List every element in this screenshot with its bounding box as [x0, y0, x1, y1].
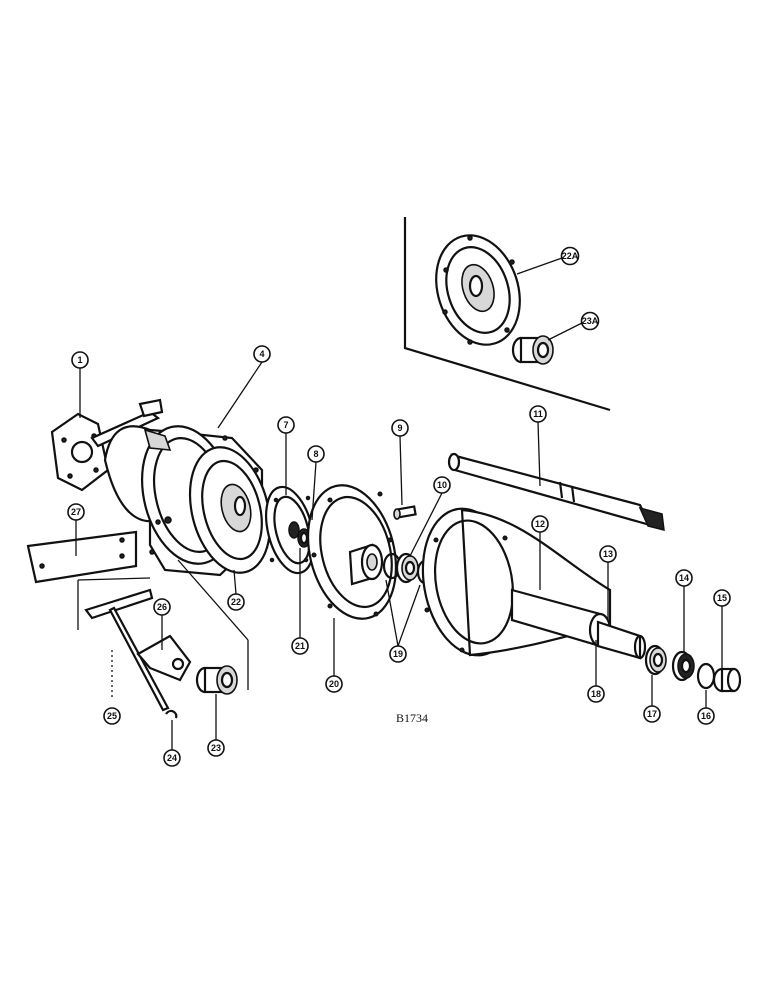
svg-text:9: 9 — [397, 423, 402, 433]
svg-text:7: 7 — [283, 420, 288, 430]
part-13-sleeve — [596, 620, 647, 660]
svg-text:22A: 22A — [562, 251, 579, 261]
svg-text:14: 14 — [679, 573, 689, 583]
svg-text:26: 26 — [157, 602, 167, 612]
callout-17: 17 — [643, 705, 661, 723]
part-23a-release-bearing — [511, 335, 554, 365]
svg-text:24: 24 — [167, 753, 177, 763]
part-22-clutch-plate — [188, 446, 272, 574]
callout-20: 20 — [325, 675, 343, 693]
callout-21: 21 — [291, 637, 309, 655]
callout-1: 1 — [71, 351, 89, 369]
part-17-bearing — [644, 644, 667, 676]
svg-text:21: 21 — [295, 641, 305, 651]
svg-text:4: 4 — [259, 349, 264, 359]
callout-10: 10 — [433, 476, 451, 494]
drawing-number: B1734 — [396, 711, 428, 725]
group-bracket-lines — [77, 559, 249, 690]
part-9-bolt — [393, 505, 417, 520]
callout-23a: 23A — [580, 311, 600, 331]
part-27-bar — [26, 530, 138, 584]
callout-9: 9 — [391, 419, 409, 437]
part-22a-pressure-plate — [435, 234, 521, 346]
callout-23: 23 — [207, 739, 225, 757]
part-23-release-bearing — [195, 665, 238, 695]
callout-25: 25 — [103, 707, 121, 725]
svg-text:12: 12 — [535, 519, 545, 529]
svg-text:17: 17 — [647, 709, 657, 719]
part-11-shaft — [447, 452, 665, 531]
part-15-cap — [712, 667, 742, 693]
part-12-cone-housing — [421, 507, 612, 657]
svg-text:1: 1 — [77, 355, 82, 365]
callout-18: 18 — [587, 685, 605, 703]
svg-text:8: 8 — [313, 449, 318, 459]
inset-frame — [403, 217, 611, 412]
svg-text:15: 15 — [717, 593, 727, 603]
callout-27: 27 — [67, 503, 85, 521]
svg-text:20: 20 — [329, 679, 339, 689]
svg-text:16: 16 — [701, 711, 711, 721]
part-26-fork — [136, 634, 192, 682]
leader-lines — [75, 257, 723, 750]
callout-26: 26 — [153, 598, 171, 616]
callout-22: 22 — [227, 593, 245, 611]
callout-24: 24 — [163, 749, 181, 767]
svg-text:25: 25 — [107, 711, 117, 721]
svg-text:10: 10 — [437, 480, 447, 490]
svg-text:22: 22 — [231, 597, 241, 607]
callout-4: 4 — [253, 345, 271, 363]
svg-text:18: 18 — [591, 689, 601, 699]
part-16-snap-ring — [696, 662, 716, 690]
part-24-clip — [165, 709, 178, 719]
callout-16: 16 — [697, 707, 715, 725]
svg-text:11: 11 — [533, 409, 543, 419]
callout-8: 8 — [307, 445, 325, 463]
part-10-bearing — [395, 552, 419, 584]
callout-15: 15 — [713, 589, 731, 607]
callout-11: 11 — [529, 405, 547, 423]
part-25-lever — [84, 588, 170, 712]
svg-text:23: 23 — [211, 743, 221, 753]
svg-text:13: 13 — [603, 549, 613, 559]
callout-7: 7 — [277, 416, 295, 434]
callout-14: 14 — [675, 569, 693, 587]
callout-13: 13 — [599, 545, 617, 563]
part-20-flange-plate — [306, 484, 398, 620]
svg-text:23A: 23A — [582, 316, 599, 326]
svg-text:19: 19 — [393, 649, 403, 659]
svg-text:27: 27 — [71, 507, 81, 517]
callout-19: 19 — [389, 645, 407, 663]
callout-22a: 22A — [560, 246, 580, 266]
callout-12: 12 — [531, 515, 549, 533]
part-14-bearing — [671, 650, 695, 682]
